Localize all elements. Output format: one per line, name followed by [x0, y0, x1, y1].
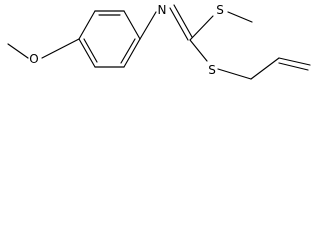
aryl-nitrogen-bond — [139, 11, 157, 40]
carbon-sulfur-bond — [189, 15, 214, 41]
allyl-double-bond — [278, 62, 309, 71]
ring-double-bond — [83, 38, 98, 63]
aryl-oxygen-bond — [41, 38, 80, 59]
nitrogen-carbon-double-bond — [173, 4, 193, 38]
carbon-sulfur-bond — [189, 39, 208, 62]
nitrogen-label: N — [158, 3, 167, 17]
ring-bond — [123, 10, 141, 40]
ring-bond — [78, 10, 96, 40]
ring-double-bond — [120, 38, 136, 64]
methylthio-sulfur-label: S — [216, 3, 224, 17]
ring-bond — [78, 38, 96, 68]
methylthio-group: S — [189, 3, 253, 41]
benzene-ring — [78, 10, 141, 68]
allylthio-sulfur-label: S — [208, 63, 216, 77]
sulfur-methylene-bond — [217, 68, 252, 80]
imine-linkage: N — [139, 3, 193, 41]
oxygen-methyl-bond — [7, 43, 29, 59]
sulfur-methyl-bond — [227, 11, 253, 23]
nitrogen-carbon-double-bond — [169, 7, 189, 41]
allylthio-group: S — [189, 39, 311, 80]
chemical-structure: O N S S — [7, 3, 311, 80]
allyl-double-bond — [278, 57, 311, 66]
allyl-single-bond — [250, 57, 280, 80]
ring-bond — [123, 38, 141, 68]
methoxy-group: O — [7, 38, 80, 66]
methoxy-oxygen-label: O — [29, 52, 38, 66]
